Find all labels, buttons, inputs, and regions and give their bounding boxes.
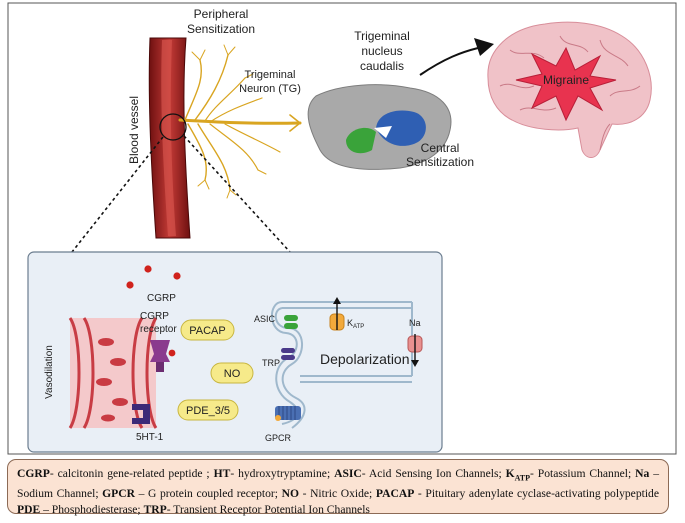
migraine-label: Migraine <box>543 73 589 87</box>
arrow-to-brain <box>419 38 494 76</box>
pde-pill <box>177 399 239 421</box>
blood-vessel-label: Blood vessel <box>127 96 141 164</box>
legend-term: ASIC <box>334 467 362 480</box>
tnc-label-line1: Trigeminal <box>354 29 410 43</box>
legend-term: PACAP <box>375 487 415 501</box>
asic-channel-icon <box>284 315 298 329</box>
tnc-label-line2: nucleus <box>361 44 402 58</box>
katp-label: KATP <box>347 318 364 330</box>
zoom-line-right <box>183 135 291 253</box>
legend-description: – G protein coupled receptor; <box>135 487 282 501</box>
cgrp-molecules <box>126 265 181 289</box>
na-channel-icon <box>407 334 423 367</box>
5ht1-receptor-icon <box>132 404 150 424</box>
pacap-pill <box>180 319 235 341</box>
cgrp-label: CGRP <box>147 293 176 304</box>
cgrp-receptor-icon <box>150 340 176 372</box>
trigeminal-nucleus-caudalis <box>307 84 452 170</box>
trigeminal-neuron <box>178 44 302 199</box>
no-pill <box>210 362 254 384</box>
gpcr-icon <box>275 406 301 421</box>
cgrp-receptor-label-line2: receptor <box>140 324 177 335</box>
figure-frame <box>7 2 677 455</box>
legend-term: K <box>505 467 515 480</box>
pacap-label: PACAP <box>189 325 225 337</box>
trp-channel-icon <box>281 348 295 360</box>
asic-label: ASIC <box>254 314 276 324</box>
legend-description: - Nitric Oxide; <box>298 487 376 501</box>
cgrp-receptor-label-line1: CGRP <box>140 311 169 322</box>
peripheral-label-line2: Sensitization <box>187 22 255 36</box>
blood-vessel <box>148 37 191 239</box>
legend-term: NO <box>281 487 299 501</box>
no-label: NO <box>224 368 241 380</box>
pde-label: PDE_3/5 <box>186 405 230 417</box>
5ht1-label: 5HT-1 <box>136 432 164 443</box>
legend-description: – Sodium Channel; <box>17 467 659 501</box>
peripheral-label-line1: Peripheral <box>194 7 249 21</box>
legend-term: CGRP <box>17 467 50 480</box>
legend-description: - hydroxytryptamine; <box>230 467 335 480</box>
trp-label: TRP <box>262 358 280 368</box>
legend-term: TRP <box>143 503 167 517</box>
gpcr-label: GPCR <box>265 433 292 443</box>
legend-description: - Transient Receptor Potential Ion Chann… <box>166 503 370 517</box>
trigeminal-neuron-label-line2: Neuron (TG) <box>239 83 301 95</box>
legend-description: - calcitonin gene-related peptide ; <box>49 467 214 480</box>
legend-term: HT <box>213 467 231 480</box>
zoom-circle <box>159 113 187 141</box>
depolarization-label: Depolarization <box>320 351 410 367</box>
dilated-vessel <box>68 317 158 429</box>
legend-term: GPCR <box>102 487 136 501</box>
legend-term-subscript: ATP <box>514 473 531 483</box>
vasodilation-label: Vasodilation <box>44 345 55 399</box>
legend-term: PDE <box>17 503 41 517</box>
na-label: Na <box>409 318 421 328</box>
migraine-star <box>515 46 617 122</box>
legend-term: Na <box>635 467 650 480</box>
abbreviation-legend: CGRP- calcitonin gene-related peptide ; … <box>7 459 669 517</box>
trigeminal-neuron-label-line1: Trigeminal <box>245 69 296 81</box>
katp-channel-icon <box>329 297 345 331</box>
tnc-label-line3: caudalis <box>360 59 404 73</box>
legend-description: – Phosphodiesterase; <box>40 503 144 517</box>
legend-description: - Pituitary adenylate cyclase-activating… <box>414 487 659 501</box>
zoom-line-left <box>71 136 164 253</box>
legend-description: - Potassium Channel; <box>530 467 636 480</box>
central-label-line2: Sensitization <box>406 155 474 169</box>
central-label-line1: Central <box>421 141 460 155</box>
legend-description: - Acid Sensing Ion Channels; <box>361 467 506 480</box>
